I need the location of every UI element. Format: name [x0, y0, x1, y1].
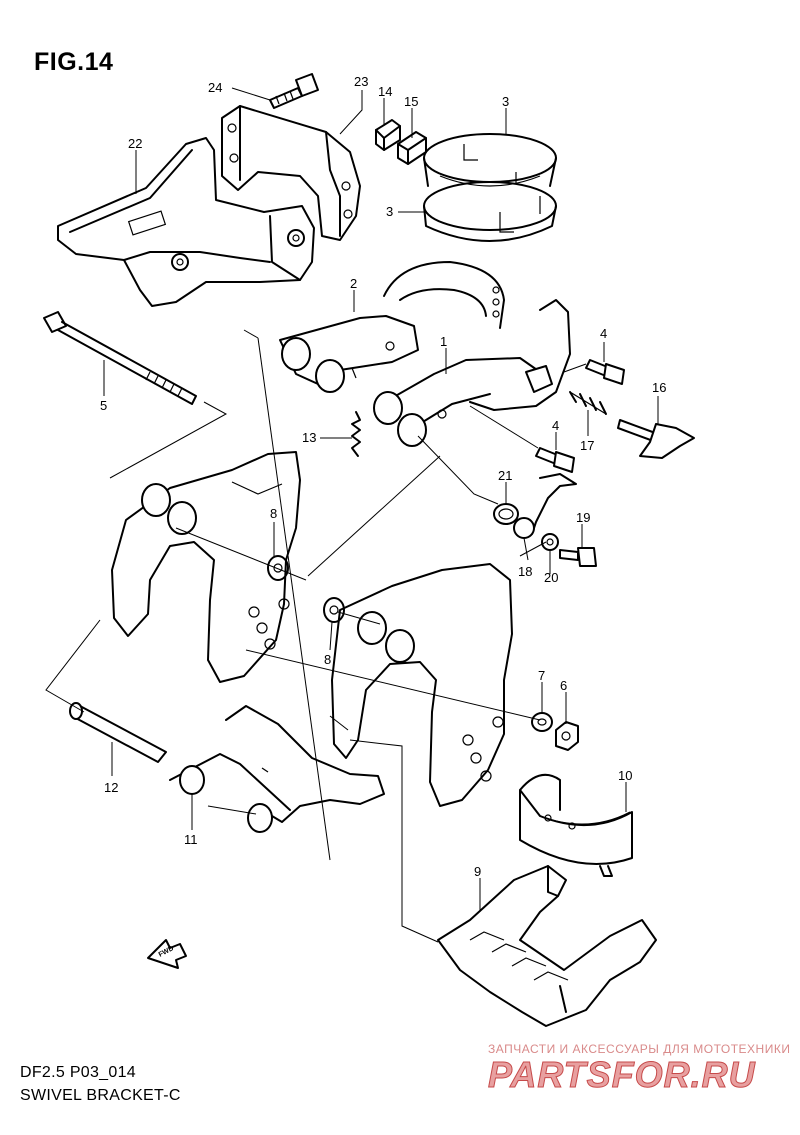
section-name: SWIVEL BRACKET-C	[20, 1087, 181, 1104]
part-17-spring	[569, 391, 607, 415]
part-4-bolt-upper	[585, 359, 625, 385]
part-10-clamp	[519, 773, 633, 877]
callout-23: 23	[354, 74, 368, 89]
part-21-ring	[493, 503, 519, 525]
part-12-pin	[69, 702, 167, 763]
callout-21: 21	[498, 468, 512, 483]
callout-15: 15	[404, 94, 418, 109]
forward-direction-arrow: FWD	[147, 939, 187, 969]
callout-2: 2	[350, 276, 357, 291]
part-1-swivel-bracket	[373, 299, 571, 447]
part-6-nut	[555, 721, 579, 751]
part-22-swivel-arm	[57, 137, 315, 307]
watermark-tagline: ЗАПЧАСТИ И АКСЕССУАРЫ ДЛЯ МОТОТЕХНИКИ	[488, 1042, 791, 1056]
part-8-washer-left	[267, 555, 289, 581]
part-11-bracket	[169, 705, 385, 833]
callout-11: 11	[184, 832, 198, 847]
callout-6: 6	[560, 678, 567, 693]
callout-labels: 24 23 14 15 3 3 22 2 1 4 16 5 13 17 4 21…	[100, 74, 666, 879]
part-4-bolt-lower	[535, 447, 575, 473]
callout-22: 22	[128, 136, 142, 151]
callout-leaders	[103, 87, 659, 912]
watermark-logo: PARTSFOR.RU	[488, 1054, 756, 1096]
callout-10: 10	[618, 768, 632, 783]
callout-1: 1	[440, 334, 447, 349]
callout-8-lower: 8	[324, 652, 331, 667]
part-14-pad	[375, 119, 401, 151]
part-8-washer-right	[323, 597, 345, 623]
part-13-spring	[351, 411, 361, 457]
clamp-bracket-left	[111, 451, 301, 683]
part-5-long-bolt	[43, 311, 197, 405]
part-23-clamp-bracket	[221, 105, 361, 241]
part-3-bushing-lower	[423, 181, 557, 242]
part-2-upper-bracket	[279, 261, 505, 393]
callout-16: 16	[652, 380, 666, 395]
callout-4-lower: 4	[552, 418, 559, 433]
callout-5: 5	[100, 398, 107, 413]
assembly-guide-lines	[45, 329, 587, 943]
callout-24: 24	[208, 80, 222, 95]
part-3-bushing-upper	[423, 133, 557, 187]
callout-17: 17	[580, 438, 594, 453]
callout-13: 13	[302, 430, 316, 445]
model-code: DF2.5 P03_014	[20, 1064, 136, 1081]
callout-12: 12	[104, 780, 118, 795]
callout-3-lower: 3	[386, 204, 393, 219]
part-19-bolt	[559, 547, 597, 567]
part-20-washer	[541, 533, 559, 551]
callout-3-upper: 3	[502, 94, 509, 109]
callout-14: 14	[378, 84, 392, 99]
part-7-washer	[531, 712, 553, 732]
part-18-lever	[513, 473, 577, 539]
callout-19: 19	[576, 510, 590, 525]
part-24-bolt	[269, 73, 319, 109]
part-16-lock-knob	[617, 419, 695, 459]
part-9-transom-base	[437, 865, 657, 1027]
callout-8-upper: 8	[270, 506, 277, 521]
callout-20: 20	[544, 570, 558, 585]
clamp-bracket-right	[331, 563, 513, 807]
callout-4-upper: 4	[600, 326, 607, 341]
callout-7: 7	[538, 668, 545, 683]
callout-9: 9	[474, 864, 481, 879]
figure-title: FIG.14	[34, 48, 114, 76]
callout-18: 18	[518, 564, 532, 579]
